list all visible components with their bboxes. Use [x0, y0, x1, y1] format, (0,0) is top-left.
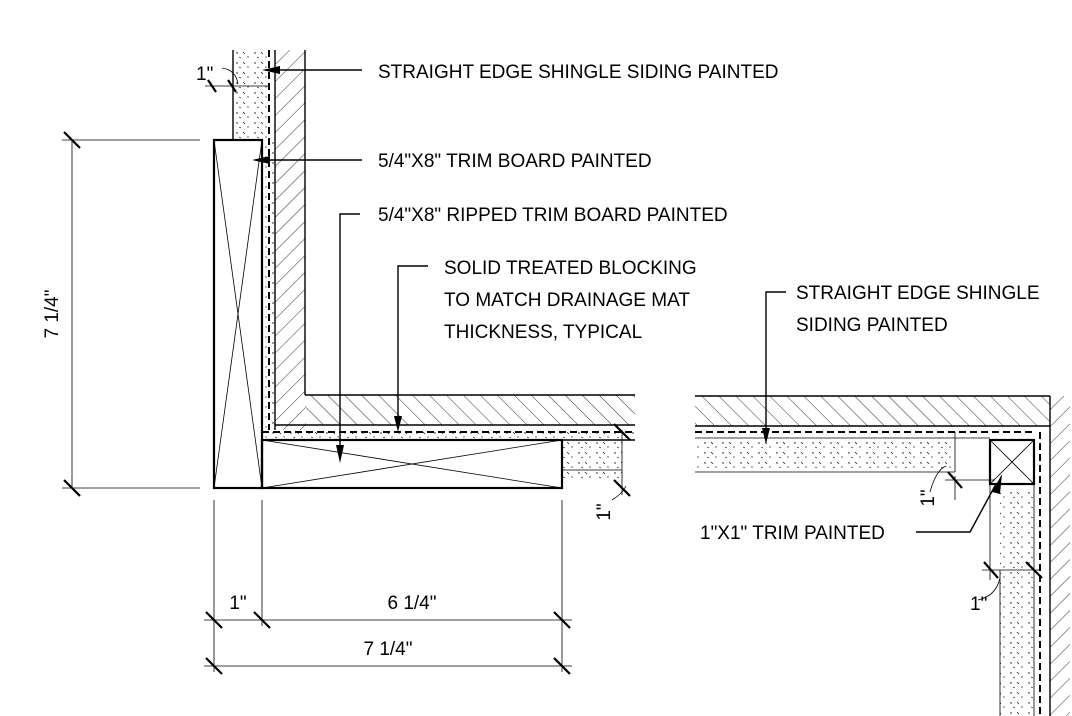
dim-right-offset: 1" [594, 503, 615, 520]
dim-detail2-offset-b: 1" [970, 594, 987, 615]
sheathing-horizontal-2 [695, 396, 1050, 426]
leader-blocking [397, 265, 428, 418]
label-blocking-3: THICKNESS, TYPICAL [444, 322, 642, 343]
label-siding-right-2: SIDING PAINTED [796, 315, 948, 336]
siding-vertical-2 [1000, 490, 1034, 716]
siding-horizontal-2 [695, 438, 955, 472]
trim-1x1 [988, 438, 1036, 486]
sheathing-vertical-2 [1050, 396, 1070, 716]
label-blocking-2: TO MATCH DRAINAGE MAT [444, 290, 690, 311]
siding-upper [233, 50, 269, 140]
label-siding-top: STRAIGHT EDGE SHINGLE SIDING PAINTED [378, 62, 778, 83]
label-trim-board: 5/4"X8" TRIM BOARD PAINTED [378, 151, 652, 172]
leader-siding-right [765, 291, 786, 432]
detail-outside-corner [62, 50, 635, 675]
label-siding-right-1: STRAIGHT EDGE SHINGLE [796, 283, 1040, 304]
dim-detail2-offset-a: 1" [918, 489, 939, 506]
ripped-trim-board [260, 438, 564, 490]
sheathing-horizontal [305, 395, 635, 425]
dim-height: 7 1/4" [42, 289, 63, 338]
siding-right-horizontal [562, 440, 622, 480]
sheathing-vertical [275, 50, 305, 430]
dim-total-width: 7 1/4" [363, 639, 412, 660]
trim-board [212, 138, 264, 490]
dim-top-offset: 1" [196, 64, 213, 85]
detail-inside-corner [695, 291, 1070, 716]
dim-ripped-width: 6 1/4" [387, 593, 436, 614]
dim-left-width: 1" [229, 593, 246, 614]
label-blocking-1: SOLID TREATED BLOCKING [444, 258, 697, 279]
leader-trim-1x1 [916, 483, 997, 533]
leader-ripped-trim [339, 213, 360, 445]
label-ripped-trim: 5/4"X8" RIPPED TRIM BOARD PAINTED [378, 205, 728, 226]
label-trim-1x1: 1"X1" TRIM PAINTED [700, 523, 885, 544]
